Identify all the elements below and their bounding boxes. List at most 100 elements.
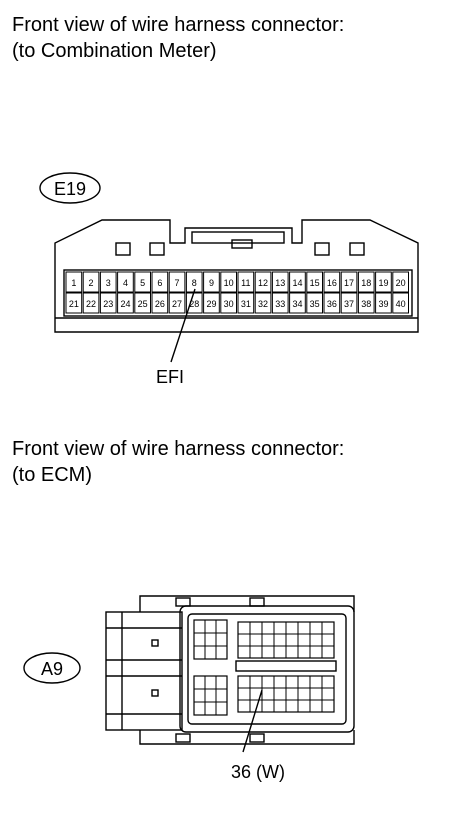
e19-pin-number: 27 <box>172 299 182 309</box>
e19-pin-number: 5 <box>140 278 145 288</box>
heading-ecm: Front view of wire harness connector: (t… <box>12 436 344 488</box>
e19-pin-number: 29 <box>206 299 216 309</box>
e19-latch <box>191 231 285 244</box>
a9-id-label: A9 <box>41 659 63 679</box>
a9-upper-left-block-frame <box>193 619 228 660</box>
e19-key-left-2 <box>149 242 165 256</box>
a9-lever-housing <box>105 611 183 731</box>
e19-latch-tab <box>231 239 253 249</box>
e19-pin-cell <box>65 292 83 314</box>
e19-pin-cell <box>271 271 289 293</box>
e19-pin-number: 15 <box>310 278 320 288</box>
e19-pin-cell <box>340 292 358 314</box>
e19-pin-number: 11 <box>241 278 250 288</box>
e19-pin-cell <box>254 292 272 314</box>
e19-pin-cell <box>323 271 341 293</box>
e19-callout-efi: EFI <box>156 367 184 387</box>
e19-pin-number: 1 <box>71 278 76 288</box>
e19-pin-number: 28 <box>189 299 199 309</box>
e19-pin-cell <box>375 271 392 293</box>
a9-callout-36w: 36 (W) <box>231 762 285 782</box>
e19-pin-number: 14 <box>292 278 302 288</box>
a9-bottom-rail <box>139 730 355 745</box>
a9-rail-tab <box>175 733 191 743</box>
e19-pin-number: 36 <box>327 299 337 309</box>
e19-pin-number: 10 <box>224 278 234 288</box>
a9-rail-tab <box>249 597 265 607</box>
a9-body <box>179 605 355 733</box>
e19-pin-number: 19 <box>378 278 388 288</box>
e19-pin-number: 20 <box>396 278 406 288</box>
e19-pin-number: 31 <box>241 299 251 309</box>
a9-lever-dot <box>151 639 159 647</box>
e19-pin-cell <box>323 292 341 314</box>
e19-pin-number: 23 <box>103 299 113 309</box>
e19-pin-number: 25 <box>138 299 148 309</box>
e19-pin-cell <box>306 292 323 314</box>
e19-pin-cell <box>220 292 238 314</box>
e19-pin-number: 24 <box>120 299 130 309</box>
e19-id-ellipse <box>39 172 101 204</box>
e19-pin-field <box>63 269 413 317</box>
a9-body-inner <box>187 613 347 725</box>
a9-top-rail <box>139 595 355 612</box>
e19-pin-number: 33 <box>275 299 285 309</box>
e19-pin-number: 35 <box>310 299 320 309</box>
heading-line-1: Front view of wire harness connector: <box>12 14 345 36</box>
e19-pin-cell <box>220 271 238 293</box>
e19-pin-number: 34 <box>292 299 302 309</box>
e19-pin-cell <box>357 271 375 293</box>
a9-center-bar <box>235 660 337 672</box>
a9-lever-dot <box>151 689 159 697</box>
e19-pin-cell <box>151 271 169 293</box>
e19-pin-cell <box>340 271 358 293</box>
e19-pin-number: 18 <box>361 278 371 288</box>
e19-pin-cell <box>151 292 169 314</box>
e19-pin-cell <box>134 292 152 314</box>
e19-pin-number: 7 <box>175 278 180 288</box>
e19-pin-cell <box>65 271 83 293</box>
heading-line-1: Front view of wire harness connector: <box>12 438 345 460</box>
e19-pin-cell <box>134 271 152 293</box>
e19-pin-cell <box>289 292 306 314</box>
e19-pin-cell <box>168 271 186 293</box>
e19-pin-cell <box>392 292 409 314</box>
e19-pin-cell <box>82 271 100 293</box>
e19-pin-cell <box>271 292 289 314</box>
a9-connector: A9 36 (W) <box>23 595 355 782</box>
e19-pin-cell <box>99 271 117 293</box>
heading-combination-meter: Front view of wire harness connector: (t… <box>12 12 344 64</box>
heading-line-2: (to ECM) <box>12 464 92 486</box>
a9-pin-grid <box>193 619 335 716</box>
e19-pin-cell <box>99 292 117 314</box>
e19-pin-number: 12 <box>258 278 268 288</box>
e19-pin-number: 32 <box>258 299 268 309</box>
e19-pin-cell <box>357 292 375 314</box>
e19-pin-cell <box>82 292 100 314</box>
e19-pin-cell <box>168 292 186 314</box>
a9-callout-leader <box>242 689 263 753</box>
e19-id-label: E19 <box>54 179 86 199</box>
e19-pin-cell <box>375 292 392 314</box>
e19-pin-number: 9 <box>209 278 214 288</box>
e19-pin-number: 13 <box>275 278 285 288</box>
e19-pin-number: 22 <box>86 299 96 309</box>
e19-pin-cell <box>203 271 220 293</box>
a9-lower-left-block-frame <box>193 675 228 716</box>
e19-pin-number: 6 <box>157 278 162 288</box>
e19-body-outline <box>54 219 419 333</box>
e19-pin-number: 3 <box>106 278 111 288</box>
e19-key-right-2 <box>349 242 365 256</box>
e19-pin-cell <box>237 271 255 293</box>
e19-key-right <box>314 242 330 256</box>
e19-pin-number: 2 <box>89 278 94 288</box>
e19-pin-number: 39 <box>378 299 388 309</box>
e19-key-left <box>115 242 131 256</box>
e19-pin-cell <box>237 292 255 314</box>
e19-pin-number: 38 <box>361 299 371 309</box>
e19-pin-number: 21 <box>69 299 79 309</box>
e19-pin-cell <box>117 271 134 293</box>
a9-id-ellipse <box>23 652 81 684</box>
